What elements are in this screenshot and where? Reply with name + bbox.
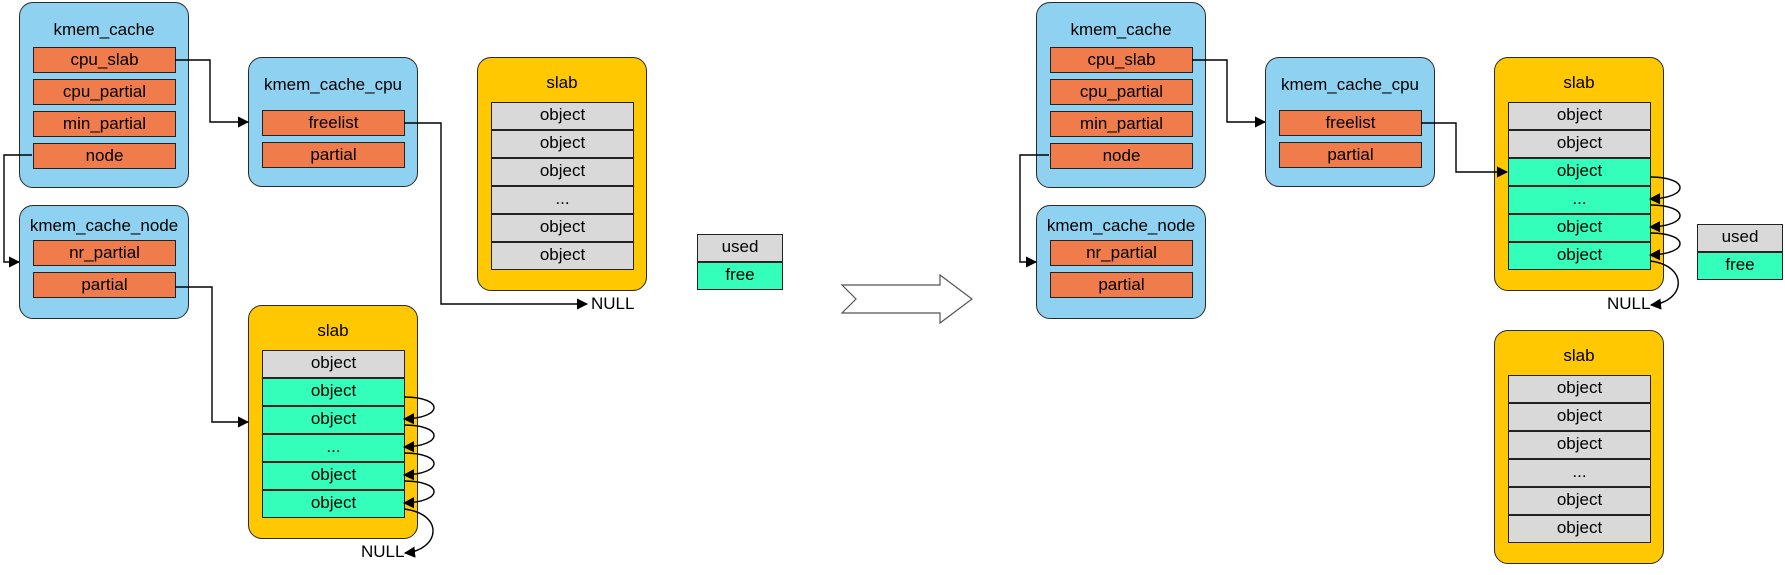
free-chain-arrow (402, 424, 435, 453)
field-nr-partial: nr_partial (1050, 240, 1193, 266)
cpu-slab-pointer-arrow (1192, 59, 1267, 128)
field-node: node (33, 143, 176, 169)
slab-object-used: object (491, 214, 634, 242)
full-slab: slab object object object ... object obj… (1494, 330, 1664, 564)
slab-title: slab (546, 73, 578, 92)
legend-free: free (697, 262, 783, 290)
kmem-cache-node-struct: kmem_cache_node nr_partial partial (19, 205, 189, 319)
slab-object-used: object (491, 242, 634, 270)
slab-object-free: ... (1508, 186, 1651, 214)
free-chain-arrow (402, 396, 435, 425)
slab-object-used: object (491, 130, 634, 158)
legend-used: used (1697, 224, 1783, 252)
field-min-partial: min_partial (1050, 111, 1193, 137)
cpu-slab: slab object object object ... object obj… (477, 57, 647, 291)
kmem-cache-cpu-struct: kmem_cache_cpu freelist partial (248, 57, 418, 187)
slab-object-free: object (1508, 242, 1651, 270)
slab-object-free: object (262, 490, 405, 518)
free-chain-null-arrow (403, 508, 434, 558)
kmem-cache-node-title: kmem_cache_node (29, 216, 179, 235)
cpu-slab-pointer-arrow (175, 59, 250, 128)
slab-title: slab (1563, 346, 1595, 365)
field-cpu-partial: cpu_partial (33, 79, 176, 105)
field-node: node (1050, 143, 1193, 169)
slab-object-free: object (262, 378, 405, 406)
slab-object-used: object (491, 158, 634, 186)
free-chain-arrow (402, 480, 435, 509)
free-chain-arrow (402, 452, 435, 481)
slab-object-used: object (1508, 102, 1651, 130)
kmem-cache-node-title: kmem_cache_node (1046, 216, 1196, 235)
slab-object-free: ... (262, 434, 405, 462)
slab-object-used: ... (1508, 459, 1651, 487)
null-label: NULL (1607, 294, 1651, 313)
kmem-cache-struct: kmem_cache cpu_slab cpu_partial min_part… (1036, 2, 1206, 188)
kmem-cache-title: kmem_cache (53, 20, 155, 39)
field-freelist: freelist (262, 110, 405, 136)
null-label: NULL (361, 542, 405, 561)
field-min-partial: min_partial (33, 111, 176, 137)
slab-object-used: object (262, 350, 405, 378)
kmem-cache-struct: kmem_cache cpu_slab cpu_partial min_part… (19, 2, 189, 188)
field-cpu-partial-ptr: partial (1279, 142, 1422, 168)
legend-free: free (1697, 252, 1783, 280)
slab-object-free: object (1508, 158, 1651, 186)
node-partial-arrow (175, 286, 250, 428)
slab-object-used: object (1508, 130, 1651, 158)
kmem-cache-node-struct: kmem_cache_node nr_partial partial (1036, 205, 1206, 319)
node-pointer-arrow (3, 154, 32, 268)
kmem-cache-cpu-title: kmem_cache_cpu (1281, 75, 1419, 94)
slab-object-used: object (1508, 487, 1651, 515)
kmem-cache-title: kmem_cache (1070, 20, 1172, 39)
slab-object-used: object (1508, 431, 1651, 459)
slab-object-used: object (491, 102, 634, 130)
transition-arrow (840, 273, 973, 325)
free-chain-arrow (1648, 204, 1681, 233)
free-chain-arrow (1648, 176, 1681, 205)
field-cpu-slab: cpu_slab (1050, 47, 1193, 73)
slab-object-used: object (1508, 515, 1651, 543)
slab-title: slab (1563, 73, 1595, 92)
slab-object-used: ... (491, 186, 634, 214)
field-cpu-partial-ptr: partial (262, 142, 405, 168)
field-cpu-partial: cpu_partial (1050, 79, 1193, 105)
field-nr-partial: nr_partial (33, 240, 176, 266)
cpu-slab: slab object object object ... object obj… (1494, 57, 1664, 291)
slab-object-free: object (262, 406, 405, 434)
field-cpu-slab: cpu_slab (33, 47, 176, 73)
free-chain-null-arrow (1649, 260, 1679, 310)
field-node-partial: partial (1050, 272, 1193, 298)
free-chain-arrow (1648, 232, 1681, 261)
slab-object-used: object (1508, 375, 1651, 403)
slab-object-free: object (1508, 214, 1651, 242)
freelist-pointer-arrow (1421, 122, 1509, 178)
slab-title: slab (317, 321, 349, 340)
null-label: NULL (591, 294, 635, 313)
slab-object-used: object (1508, 403, 1651, 431)
kmem-cache-cpu-struct: kmem_cache_cpu freelist partial (1265, 57, 1435, 187)
slab-object-free: object (262, 462, 405, 490)
node-pointer-arrow (1019, 154, 1049, 268)
freelist-null-arrow (404, 122, 589, 310)
kmem-cache-cpu-title: kmem_cache_cpu (264, 75, 402, 94)
field-node-partial: partial (33, 272, 176, 298)
legend-used: used (697, 234, 783, 262)
partial-slab: slab object object object ... object obj… (248, 305, 418, 539)
